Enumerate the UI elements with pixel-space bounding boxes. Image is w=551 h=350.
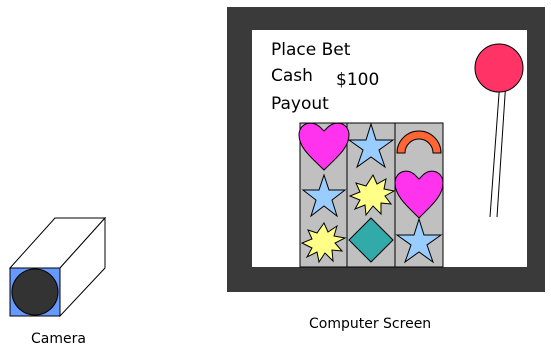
computer-screen-label: Computer Screen — [309, 316, 431, 332]
place-bet-label: Place Bet — [271, 40, 350, 60]
payout-label: Payout — [271, 94, 329, 114]
camera — [10, 218, 105, 316]
camera-lens-icon — [12, 269, 58, 315]
camera-label: Camera — [31, 331, 86, 347]
cash-label: Cash — [271, 66, 313, 86]
lever-knob-icon — [475, 44, 523, 92]
cash-value: $100 — [336, 70, 379, 90]
